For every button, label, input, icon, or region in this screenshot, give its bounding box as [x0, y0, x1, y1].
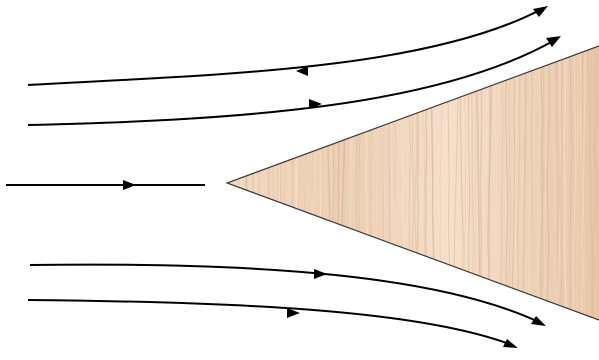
wood-grain-line [472, 40, 474, 330]
streamline-path [28, 10, 540, 85]
arrowhead-icon [503, 339, 518, 348]
arrowhead-icon [531, 316, 546, 326]
streamline-center [6, 180, 205, 190]
streamline-path [30, 265, 541, 323]
streamline-path [28, 300, 512, 345]
arrowhead-icon [123, 180, 136, 190]
streamline-upper-outer [28, 6, 548, 85]
arrowhead-icon [546, 36, 561, 47]
arrowhead-icon [533, 6, 548, 17]
streamline-lower-outer [28, 300, 518, 348]
arrowhead-icon [314, 269, 327, 279]
